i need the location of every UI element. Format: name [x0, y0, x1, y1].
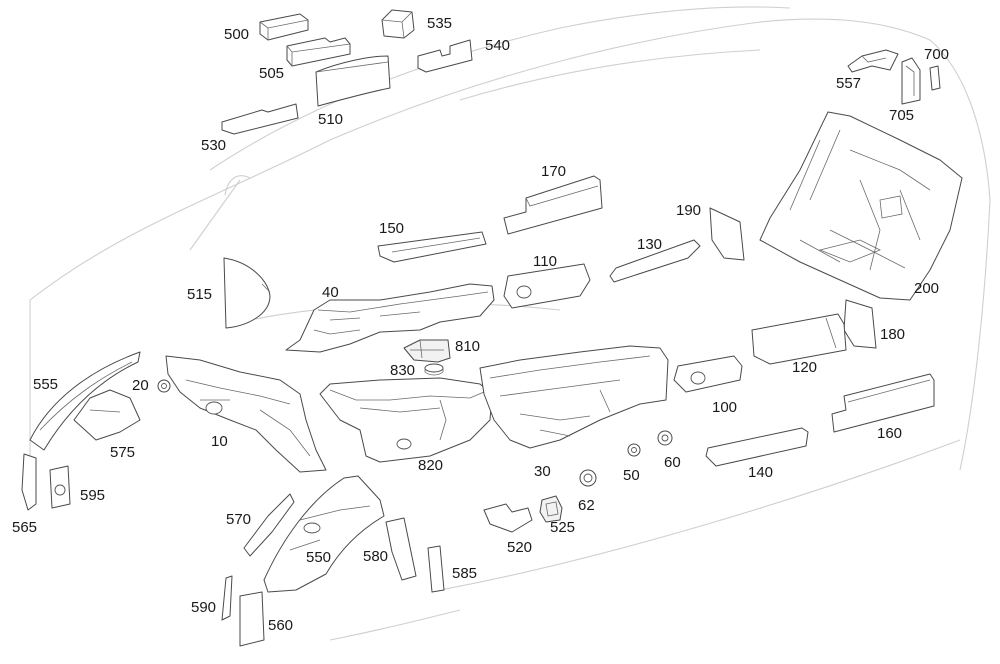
label-585: 585 — [452, 565, 477, 582]
label-170: 170 — [541, 163, 566, 180]
part-100 — [673, 355, 743, 393]
part-180 — [843, 299, 877, 349]
label-550: 550 — [306, 549, 331, 566]
part-540 — [417, 39, 473, 73]
label-830: 830 — [390, 362, 415, 379]
label-557: 557 — [836, 75, 861, 92]
label-595: 595 — [80, 487, 105, 504]
label-20: 20 — [132, 377, 149, 394]
part-585 — [427, 545, 445, 593]
callout-labels: 500 505 510 530 535 540 557 700 705 170 … — [12, 15, 949, 634]
label-560: 560 — [268, 617, 293, 634]
part-110 — [503, 263, 591, 309]
part-520 — [483, 503, 533, 533]
label-520: 520 — [507, 539, 532, 556]
label-60: 60 — [664, 454, 681, 471]
label-120: 120 — [792, 359, 817, 376]
label-180: 180 — [880, 326, 905, 343]
label-40: 40 — [322, 284, 339, 301]
part-515 — [223, 257, 271, 329]
label-200: 200 — [914, 280, 939, 297]
part-500 — [259, 13, 309, 41]
label-535: 535 — [427, 15, 452, 32]
label-30: 30 — [534, 463, 551, 480]
part-150 — [377, 231, 487, 263]
label-515: 515 — [187, 286, 212, 303]
part-530 — [221, 103, 299, 135]
label-190: 190 — [676, 202, 701, 219]
part-700 — [929, 65, 941, 91]
part-565 — [21, 453, 37, 511]
part-505 — [286, 37, 351, 67]
part-575 — [73, 389, 141, 441]
label-590: 590 — [191, 599, 216, 616]
label-130: 130 — [637, 236, 662, 253]
part-190 — [709, 207, 745, 261]
label-505: 505 — [259, 65, 284, 82]
part-170 — [503, 175, 603, 235]
part-525 — [539, 495, 563, 523]
label-700: 700 — [924, 46, 949, 63]
part-830 — [424, 363, 444, 376]
label-580: 580 — [363, 548, 388, 565]
part-535 — [381, 9, 415, 39]
part-62 — [579, 469, 597, 487]
part-590 — [221, 575, 233, 621]
part-60 — [657, 430, 673, 446]
label-705: 705 — [889, 107, 914, 124]
label-575: 575 — [110, 444, 135, 461]
part-10 — [165, 355, 327, 473]
label-820: 820 — [418, 457, 443, 474]
label-570: 570 — [226, 511, 251, 528]
part-120 — [751, 313, 847, 365]
label-555: 555 — [33, 376, 58, 393]
part-595 — [49, 465, 71, 509]
label-500: 500 — [224, 26, 249, 43]
part-160 — [831, 373, 935, 433]
part-30 — [479, 345, 669, 449]
part-140 — [705, 427, 809, 467]
part-550 — [263, 475, 385, 593]
part-510 — [315, 55, 391, 107]
part-40 — [285, 283, 495, 353]
part-557 — [847, 49, 899, 73]
label-530: 530 — [201, 137, 226, 154]
label-565: 565 — [12, 519, 37, 536]
part-200 — [759, 111, 963, 301]
label-150: 150 — [379, 220, 404, 237]
part-130 — [609, 239, 701, 283]
label-160: 160 — [877, 425, 902, 442]
label-110: 110 — [533, 253, 557, 270]
label-100: 100 — [712, 399, 737, 416]
label-10: 10 — [211, 433, 228, 450]
label-140: 140 — [748, 464, 773, 481]
label-540: 540 — [485, 37, 510, 54]
part-50 — [627, 443, 641, 457]
part-560 — [239, 591, 265, 647]
label-50: 50 — [623, 467, 640, 484]
label-510: 510 — [318, 111, 343, 128]
label-62: 62 — [578, 497, 595, 514]
label-810: 810 — [455, 338, 480, 355]
part-820 — [319, 377, 493, 463]
label-525: 525 — [550, 519, 575, 536]
part-570 — [243, 493, 295, 557]
part-580 — [385, 517, 417, 581]
part-810 — [403, 339, 451, 363]
part-555 — [29, 351, 141, 451]
part-705 — [901, 57, 921, 105]
part-20 — [157, 379, 171, 393]
